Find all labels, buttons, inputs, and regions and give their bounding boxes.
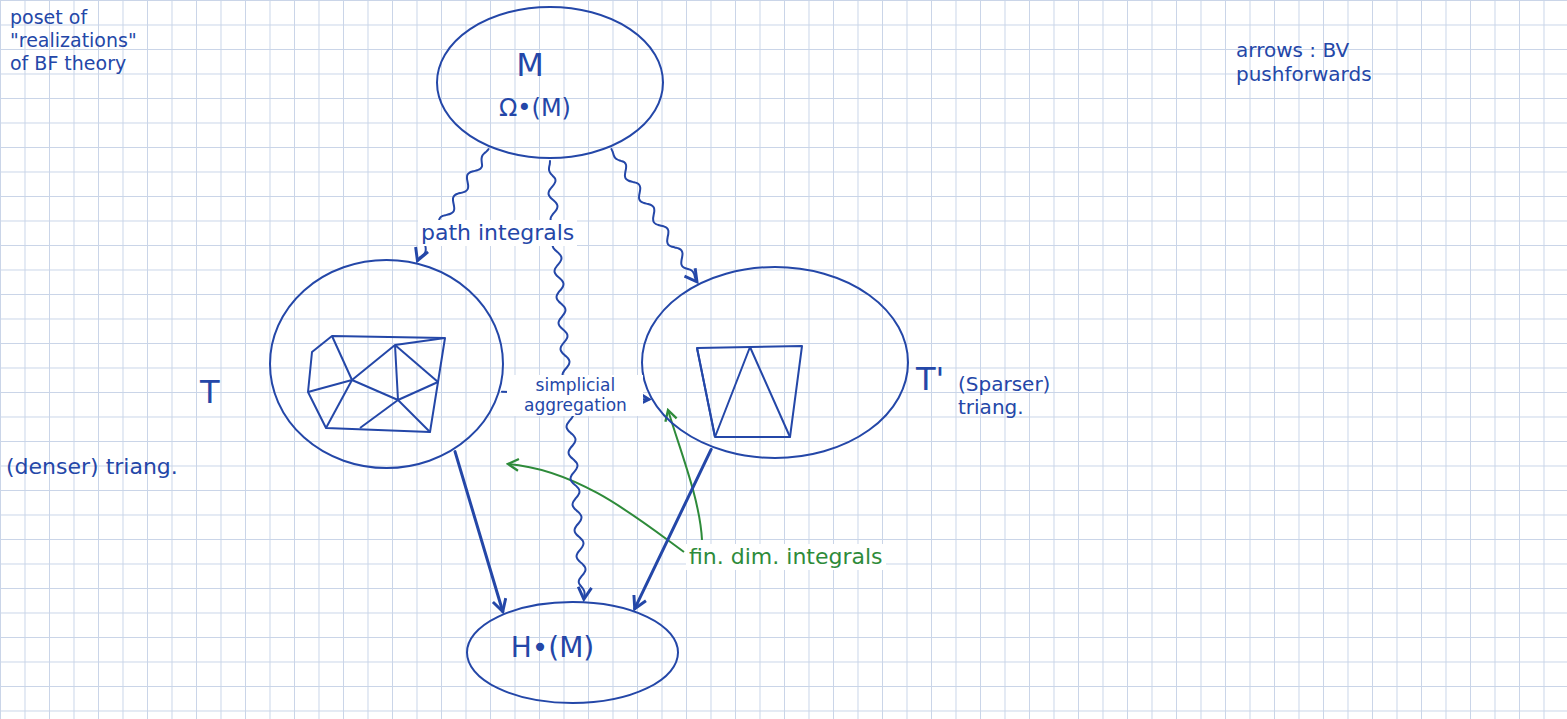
arrow-note: path integrals xyxy=(418,220,577,246)
sparse-triangulation xyxy=(697,346,802,437)
blob-outline xyxy=(268,258,505,470)
annotation-note: fin. dim. integrals xyxy=(686,544,886,570)
pushforward-arrow xyxy=(502,392,649,400)
blob-region: T(denser) triang. xyxy=(268,258,505,470)
blob-outline xyxy=(640,265,910,460)
node-subtitle: (Sparser) triang. xyxy=(958,373,1088,419)
node-title: H•(M) xyxy=(465,632,640,664)
blob-outline xyxy=(435,5,665,160)
node-subtitle: (denser) triang. xyxy=(6,454,178,479)
node-subtitle: Ω•(M) xyxy=(445,95,625,123)
dense-triangulation xyxy=(308,336,445,432)
blob-region: M Ω•(M) xyxy=(435,5,665,160)
node-title: T' xyxy=(916,361,944,398)
blob-ellipse xyxy=(467,602,678,703)
edge-label: simplicial aggregation xyxy=(507,375,643,416)
legend-note: arrows : BV pushforwards xyxy=(1236,38,1426,86)
blob-ellipse xyxy=(642,267,908,458)
blob-outline xyxy=(465,600,680,705)
pushforward-arrow xyxy=(635,449,711,608)
pushforward-arrow xyxy=(455,452,503,612)
path-integral-arrow xyxy=(417,149,488,261)
diagram-note: poset of "realizations" of BF theory xyxy=(10,6,160,74)
node-title: T xyxy=(200,374,220,411)
blob-region: H•(M) xyxy=(465,600,680,705)
path-integral-arrow xyxy=(611,149,697,282)
blob-ellipse xyxy=(270,260,503,468)
path-integral-arrow xyxy=(549,161,586,599)
blob-region: T'(Sparser) triang. xyxy=(640,265,910,460)
node-title: M xyxy=(435,47,625,84)
blob-ellipse xyxy=(437,7,663,158)
